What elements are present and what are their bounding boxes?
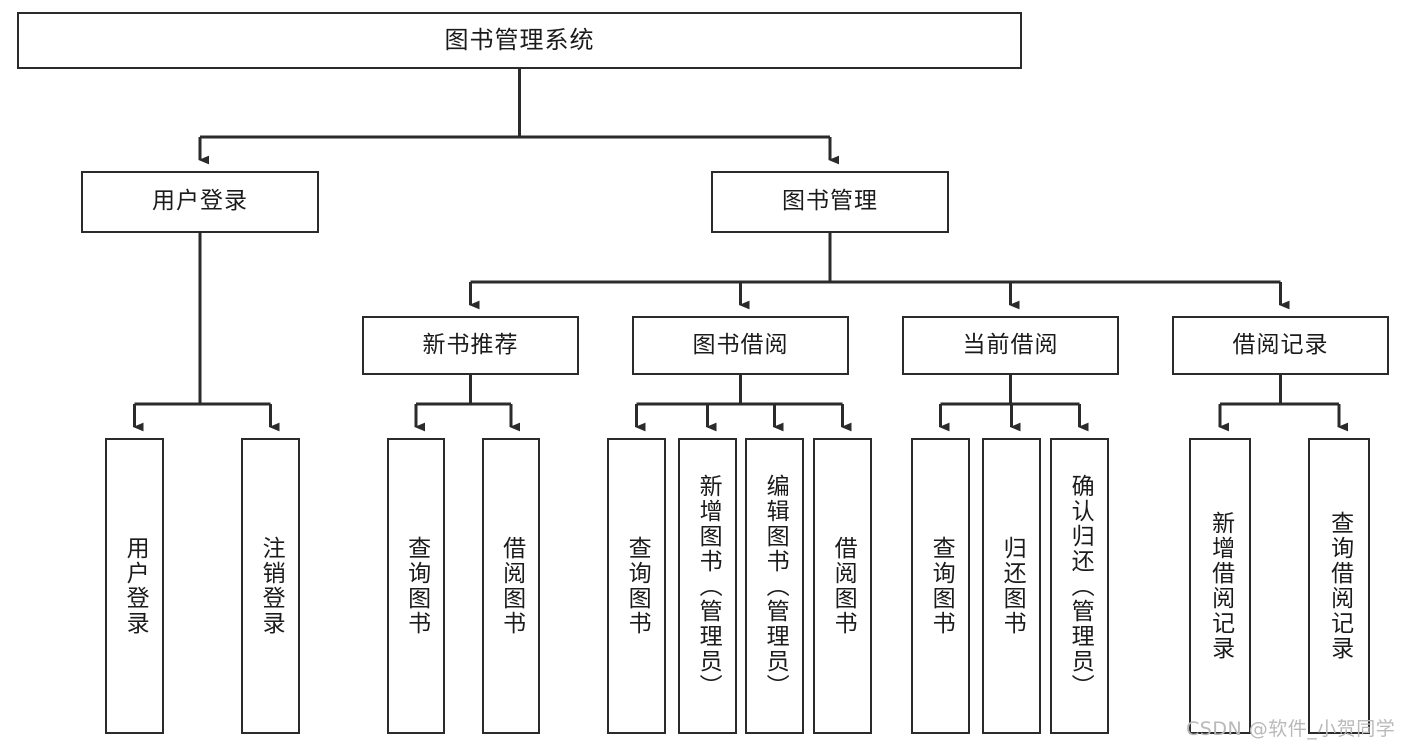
node-leaf-curr-1[interactable]: 查询图书 [911, 438, 970, 734]
node-label: 图书管理系统 [444, 26, 595, 55]
node-label: 图书借阅 [692, 331, 789, 358]
node-label: 新书推荐 [422, 331, 519, 358]
node-leaf-login-2[interactable]: 注销登录 [241, 438, 300, 734]
node-leaf-login-1[interactable]: 用户登录 [105, 438, 164, 734]
node-leaf-rec-1[interactable]: 新增借阅记录 [1189, 438, 1251, 734]
node-bookmgmt[interactable]: 图书管理 [711, 171, 949, 233]
node-label: 图书管理 [782, 188, 878, 215]
node-label: 归还图书 [999, 536, 1026, 636]
node-label: 确认归还（管理员） [1067, 473, 1094, 699]
node-login[interactable]: 用户登录 [81, 171, 319, 233]
node-label: 用户登录 [122, 536, 149, 636]
node-root[interactable]: 图书管理系统 [17, 12, 1022, 69]
node-current[interactable]: 当前借阅 [902, 316, 1119, 375]
node-label: 借阅图书 [830, 536, 857, 636]
node-label: 当前借阅 [962, 331, 1059, 358]
node-label: 查询图书 [624, 536, 651, 636]
node-label: 查询图书 [403, 536, 430, 636]
node-label: 借阅记录 [1232, 331, 1329, 358]
node-leaf-new-1[interactable]: 查询图书 [387, 438, 445, 734]
node-newbook[interactable]: 新书推荐 [362, 316, 579, 375]
node-label: 用户登录 [152, 188, 248, 215]
csdn-watermark: CSDN @软件_小贺同学 [1186, 718, 1396, 740]
node-label: 注销登录 [258, 536, 285, 636]
node-label: 查询图书 [928, 536, 955, 636]
node-label: 借阅图书 [498, 536, 525, 636]
node-leaf-rec-2[interactable]: 查询借阅记录 [1308, 438, 1370, 734]
node-leaf-borrow-1[interactable]: 查询图书 [607, 438, 666, 734]
node-leaf-curr-3[interactable]: 确认归还（管理员） [1050, 438, 1109, 734]
node-label: 新增借阅记录 [1207, 511, 1234, 661]
node-leaf-borrow-4[interactable]: 借阅图书 [813, 438, 872, 734]
node-label: 查询借阅记录 [1326, 511, 1353, 661]
node-leaf-new-2[interactable]: 借阅图书 [482, 438, 540, 734]
node-label: 新增图书（管理员） [695, 473, 722, 699]
node-leaf-borrow-2[interactable]: 新增图书（管理员） [678, 438, 737, 734]
node-records[interactable]: 借阅记录 [1172, 316, 1389, 375]
node-leaf-curr-2[interactable]: 归还图书 [982, 438, 1041, 734]
node-leaf-borrow-3[interactable]: 编辑图书（管理员） [745, 438, 804, 734]
node-borrow[interactable]: 图书借阅 [632, 316, 849, 375]
node-label: 编辑图书（管理员） [762, 473, 789, 699]
